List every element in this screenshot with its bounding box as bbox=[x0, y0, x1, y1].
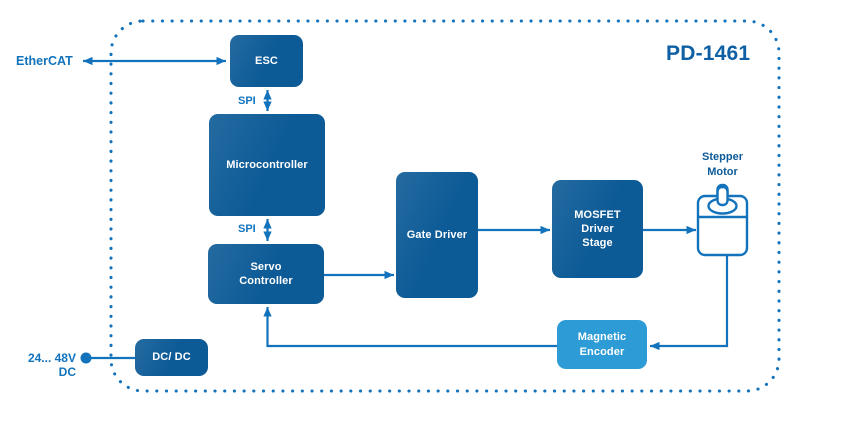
block-magnetic-encoder: Magnetic Encoder bbox=[557, 320, 647, 369]
block-microcontroller: Microcontroller bbox=[209, 114, 325, 216]
device-boundary-dotted-border bbox=[109, 19, 781, 393]
power-node-icon bbox=[80, 352, 92, 364]
steppermotor-encoder-connection bbox=[650, 255, 729, 351]
power-input-label: 24... 48V DC bbox=[27, 351, 76, 379]
ethercat-label: EtherCAT bbox=[16, 54, 73, 68]
stepper-motor-icon bbox=[696, 183, 749, 257]
block-gate-driver: Gate Driver bbox=[396, 172, 478, 298]
block-dc-dc: DC/ DC bbox=[135, 339, 208, 376]
block-esc: ESC bbox=[230, 35, 303, 87]
block-servo-controller: Servo Controller bbox=[208, 244, 324, 304]
spi-label-bottom: SPI bbox=[238, 223, 256, 235]
diagram-title: PD-1461 bbox=[666, 42, 751, 65]
spi-label-top: SPI bbox=[238, 95, 256, 107]
block-mosfet-driver-stage: MOSFET Driver Stage bbox=[552, 180, 643, 278]
stepper-motor-label: Stepper Motor bbox=[702, 151, 743, 178]
encoder-servo-feedback-connection bbox=[263, 307, 557, 348]
